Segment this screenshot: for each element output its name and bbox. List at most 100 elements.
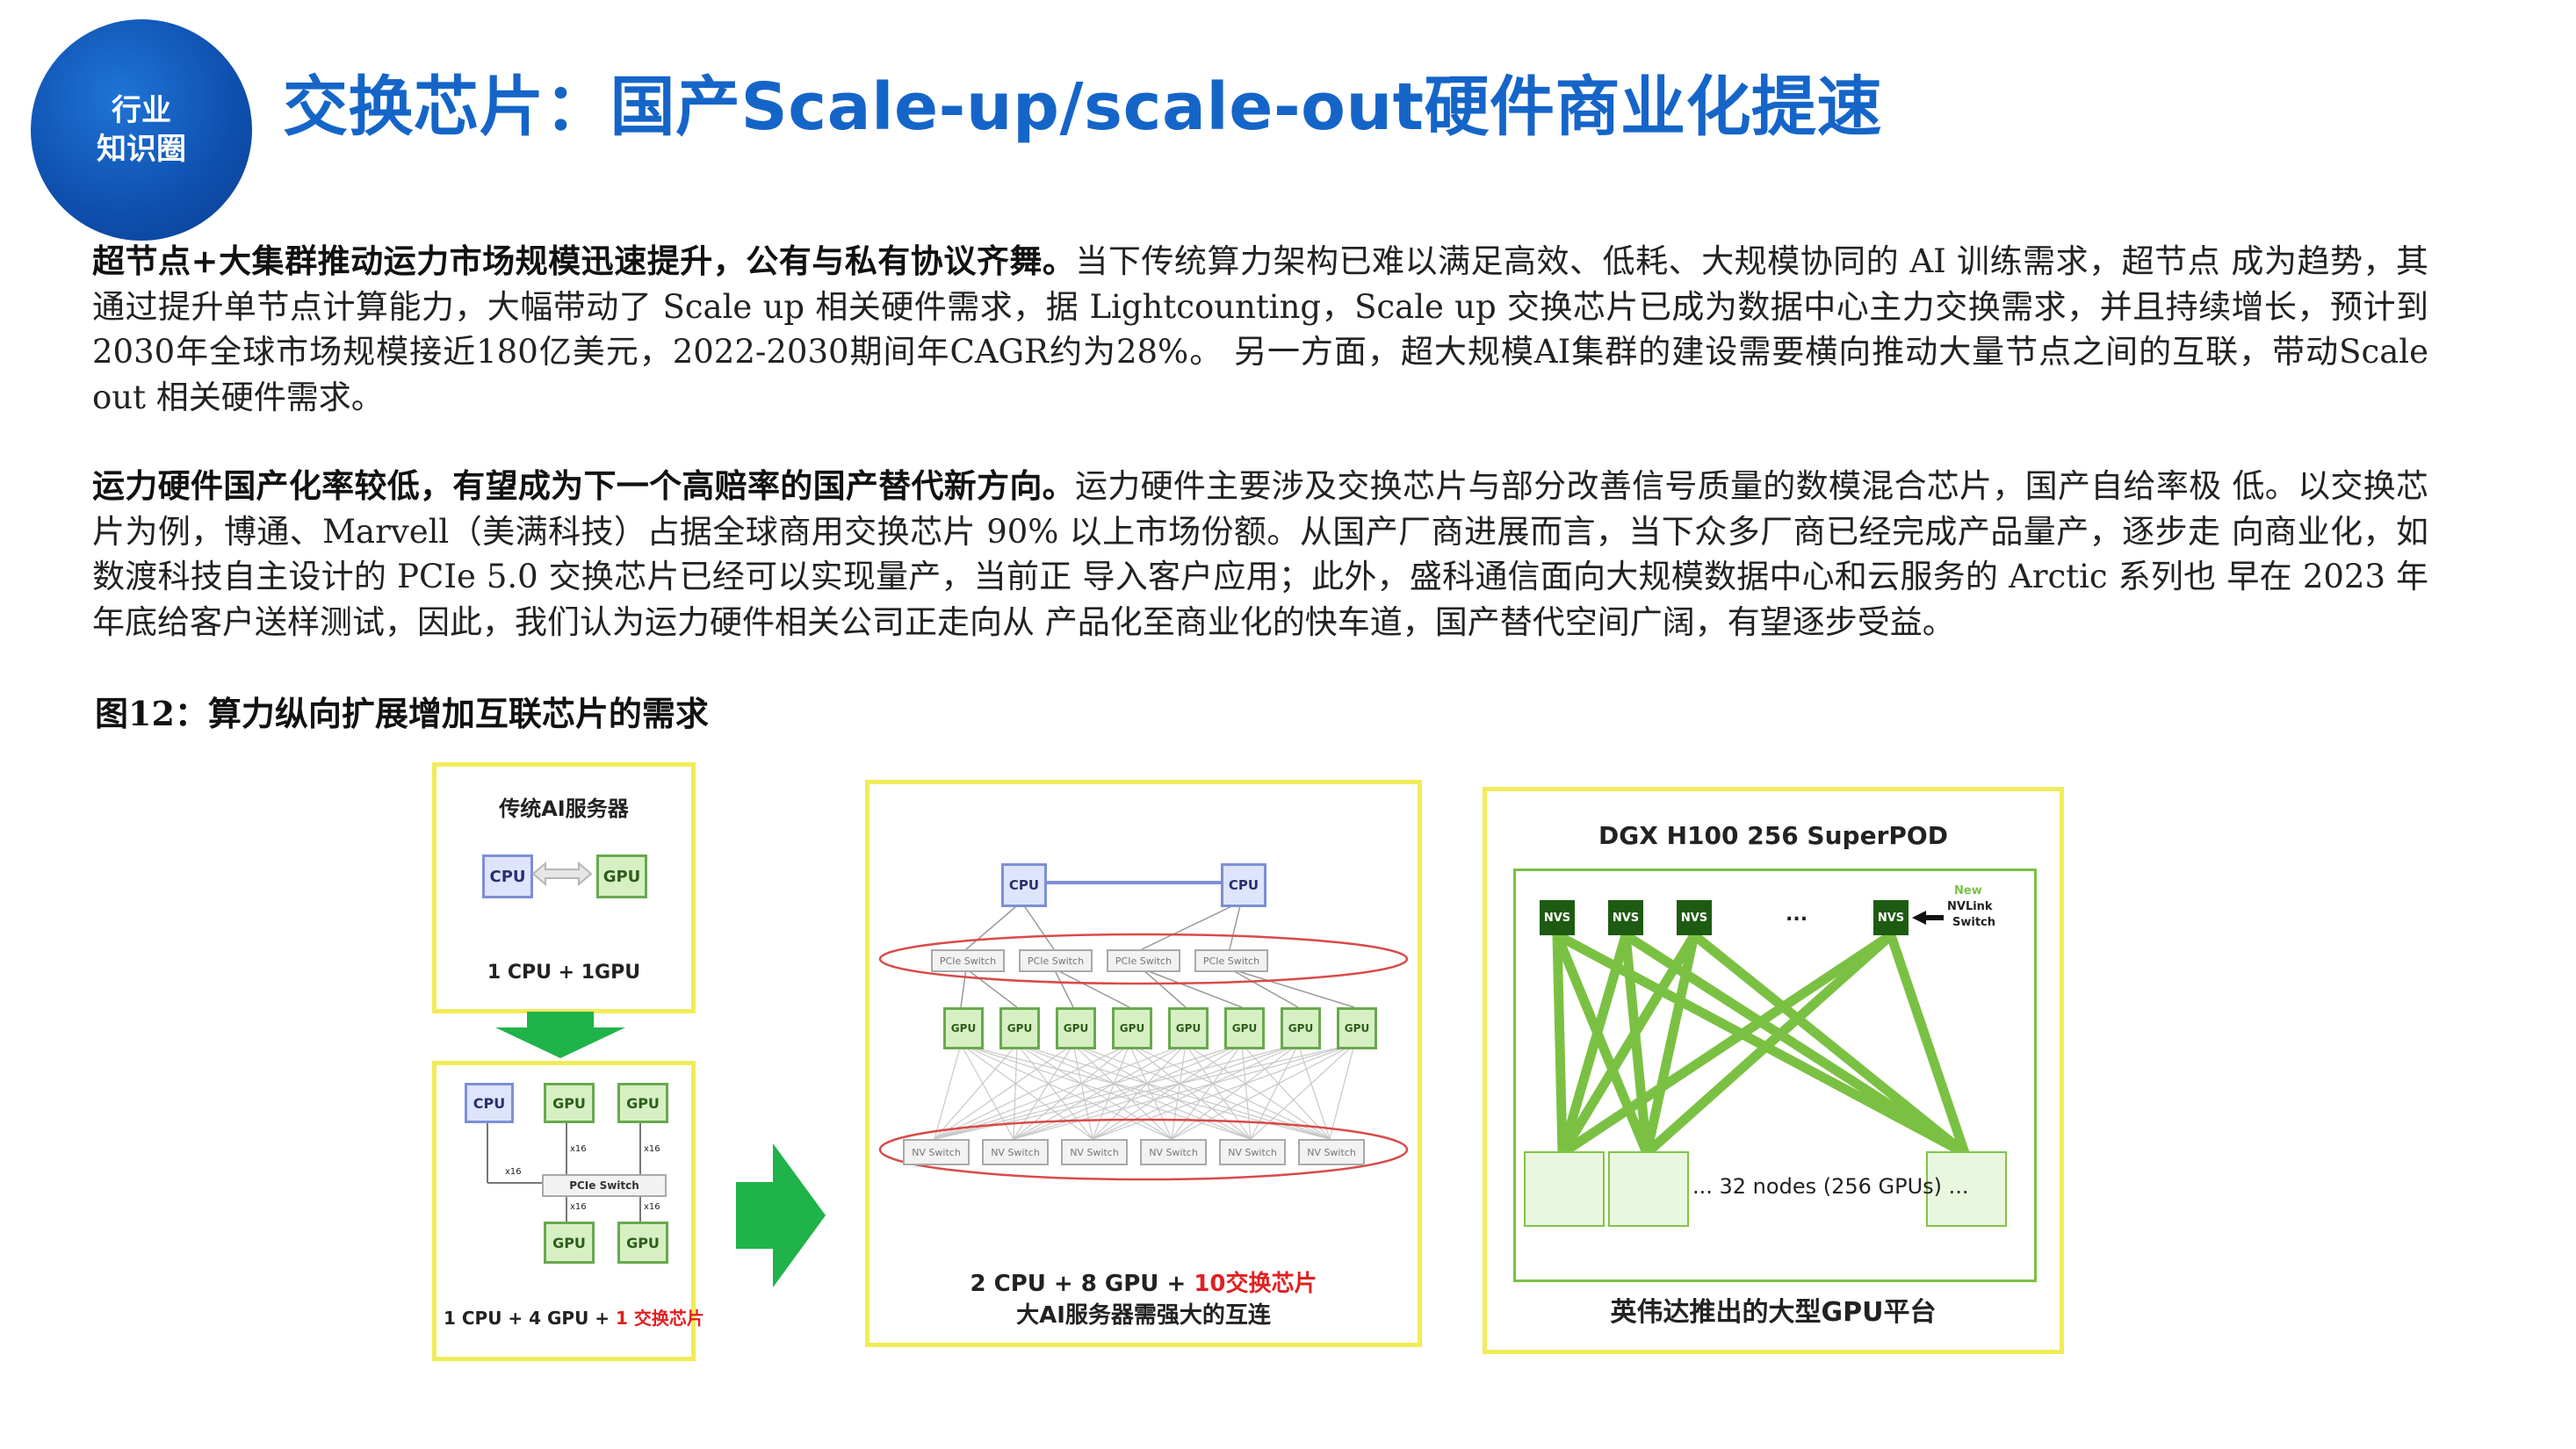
panel-1-bottom: CPU GPU GPU PCIe Switch GPU GPU x16 x16 … bbox=[432, 1061, 704, 1361]
panel-2-caption-black: 2 CPU + 8 GPU + bbox=[970, 1271, 1194, 1297]
link-label-5: x16 bbox=[644, 1202, 660, 1212]
pcie-gpu-link bbox=[1141, 968, 1243, 1008]
badge-line-2: 知识圈 bbox=[97, 132, 186, 167]
panel-3-caption: 英伟达推出的大型GPU平台 bbox=[1610, 1297, 1937, 1328]
pcie-gpu-link bbox=[1053, 968, 1130, 1008]
nvlink-pointer-arrow bbox=[1912, 911, 1944, 925]
pcie-gpu-link bbox=[1053, 968, 1074, 1008]
bottom-gpu-node-1: GPU bbox=[544, 1083, 595, 1123]
gpu-nvswitch-link bbox=[1129, 1043, 1173, 1140]
pcie-gpu-link bbox=[1229, 968, 1355, 1008]
pcie-gpu-link bbox=[1141, 968, 1187, 1008]
gpu-nvswitch-link bbox=[934, 1043, 1018, 1140]
badge-line-1: 行业 bbox=[112, 93, 171, 128]
paragraph-2: 运力硬件国产化率较低，有望成为下一个高赔率的国产替代新方向。运力硬件主要涉及交换… bbox=[92, 464, 2428, 645]
page-title: 交换芯片：国产Scale-up/scale-out硬件商业化提速 bbox=[283, 69, 1883, 145]
gpu-nvswitch-link bbox=[1016, 1043, 1173, 1140]
gpu-nvswitch-link bbox=[934, 1043, 962, 1140]
nvlink-connection bbox=[1552, 930, 1652, 1158]
bottom-gpu-node-4: GPU bbox=[617, 1222, 668, 1264]
dgx-node-2 bbox=[1608, 1151, 1689, 1227]
pcie-switch-3: PCIe Switch bbox=[1107, 949, 1180, 972]
nv-switch-2: NV Switch bbox=[982, 1139, 1049, 1165]
pcie-gpu-link bbox=[960, 968, 967, 1008]
pcie-switch: PCIe Switch bbox=[542, 1174, 667, 1197]
gpu-nvswitch-link bbox=[1092, 1043, 1243, 1140]
nvlink-connection bbox=[1557, 930, 1699, 1158]
gpu-nvswitch-link bbox=[1013, 1043, 1243, 1140]
link-label-2: x16 bbox=[570, 1144, 587, 1154]
gpu-nvswitch-link bbox=[1171, 1043, 1355, 1140]
pcie-switch-1: PCIe Switch bbox=[931, 949, 1005, 972]
section-badge: 行业 知识圈 bbox=[31, 19, 252, 241]
dgx-node-1 bbox=[1524, 1151, 1605, 1227]
panel-2-caption-2: 大AI服务器需强大的互连 bbox=[1016, 1302, 1271, 1329]
gpu-nvswitch-link bbox=[1016, 1043, 1093, 1140]
gpu-nvswitch-link bbox=[1171, 1043, 1299, 1140]
nvlink-connection bbox=[1642, 930, 1896, 1158]
link-label-4: x16 bbox=[570, 1202, 587, 1212]
panel-3: DGX H100 256 SuperPOD NVS NVS NVS ... NV… bbox=[1483, 787, 2064, 1354]
switch-label: Switch bbox=[1952, 916, 1996, 929]
gpu-nvswitch-link bbox=[1013, 1043, 1299, 1140]
paragraph-1: 超节点+大集群推动运力市场规模迅速提升，公有与私有协议齐舞。当下传统算力架构已难… bbox=[92, 239, 2428, 420]
new-label: New bbox=[1954, 884, 1982, 898]
nv-switch-3: NV Switch bbox=[1061, 1139, 1128, 1165]
superpod-title: DGX H100 256 SuperPOD bbox=[1598, 821, 1948, 850]
link-label-1: x16 bbox=[505, 1167, 522, 1177]
gpu-nvswitch-link bbox=[1072, 1043, 1173, 1140]
nvs-switch-3: NVS bbox=[1677, 900, 1712, 935]
gpu-nvswitch-link bbox=[1241, 1043, 1331, 1140]
paragraph-1-lead: 超节点+大集群推动运力市场规模迅速提升，公有与私有协议齐舞。 bbox=[92, 242, 1076, 280]
nvs-ellipsis: ... bbox=[1786, 904, 1808, 926]
panel-1-bottom-caption: 1 CPU + 4 GPU + 1 交换芯片 bbox=[444, 1304, 704, 1330]
panel-1-top-caption: 1 CPU + 1GPU bbox=[487, 962, 641, 984]
gpu-nvswitch-link bbox=[934, 1043, 1299, 1140]
cpu-gpu-link-arrow bbox=[531, 861, 593, 887]
p2-gpu-8: GPU bbox=[1337, 1007, 1377, 1049]
panel-1-caption-red: 1 交换芯片 bbox=[616, 1308, 704, 1329]
p2-gpu-5: GPU bbox=[1168, 1007, 1209, 1049]
gpu-nvswitch-link bbox=[1092, 1043, 1187, 1140]
p2-gpu-3: GPU bbox=[1056, 1007, 1096, 1049]
nvs-switch-1: NVS bbox=[1540, 900, 1575, 935]
gpu-nvswitch-link bbox=[1013, 1043, 1355, 1140]
gpu-nvswitch-link bbox=[1092, 1043, 1355, 1140]
paragraph-1-body: 当下传统算力架构已难以满足高效、低耗、大规模协同的 AI 训练需求，超节点 成为… bbox=[92, 242, 2428, 416]
paragraph-2-lead: 运力硬件国产化率较低，有望成为下一个高赔率的国产替代新方向。 bbox=[92, 466, 1075, 505]
bottom-gpu-node-3: GPU bbox=[544, 1222, 595, 1264]
panel-1-title: 传统AI服务器 bbox=[499, 797, 629, 821]
p2-gpu-2: GPU bbox=[999, 1007, 1040, 1049]
bottom-gpu-node-2: GPU bbox=[617, 1083, 668, 1123]
gpu-nvswitch-link bbox=[1171, 1043, 1187, 1140]
gpu-nvswitch-link bbox=[1297, 1043, 1331, 1140]
figure-caption: 图12：算力纵向扩展增加互联芯片的需求 bbox=[95, 694, 709, 733]
gpu-nvswitch-link bbox=[934, 1043, 1074, 1140]
gpu-nvswitch-link bbox=[1072, 1043, 1252, 1140]
pcie-switch-4: PCIe Switch bbox=[1194, 949, 1268, 972]
gpu-nvswitch-link bbox=[1072, 1043, 1331, 1140]
gpu-nvswitch-link bbox=[1185, 1043, 1252, 1140]
pcie-gpu-link bbox=[965, 968, 1018, 1008]
cpu-pcie-link bbox=[1021, 901, 1055, 950]
gpu-nvswitch-link bbox=[1092, 1043, 1130, 1140]
nv-switch-6: NV Switch bbox=[1298, 1139, 1365, 1165]
cpu-pcie-link bbox=[1141, 901, 1242, 950]
gpu-nvswitch-link bbox=[934, 1043, 1243, 1140]
panel-2-links bbox=[878, 881, 1409, 1181]
dgx-node-3 bbox=[1926, 1151, 2007, 1227]
pcie-switch-2: PCIe Switch bbox=[1019, 949, 1093, 972]
cpu-pcie-link bbox=[1229, 901, 1242, 950]
gpu-nvswitch-link bbox=[1092, 1043, 1299, 1140]
cpu-pcie-link bbox=[965, 901, 1022, 950]
gpu-nvswitch-link bbox=[1329, 1043, 1355, 1140]
nodes-label: ... 32 nodes (256 GPUs) ... bbox=[1692, 1174, 1969, 1199]
p2-gpu-6: GPU bbox=[1224, 1007, 1265, 1049]
superpod-frame bbox=[1513, 869, 2037, 1282]
nvlink-connection bbox=[1886, 930, 1970, 1158]
nvlink-connection bbox=[1552, 930, 1568, 1158]
gpu-nvswitch-link bbox=[934, 1043, 1187, 1140]
